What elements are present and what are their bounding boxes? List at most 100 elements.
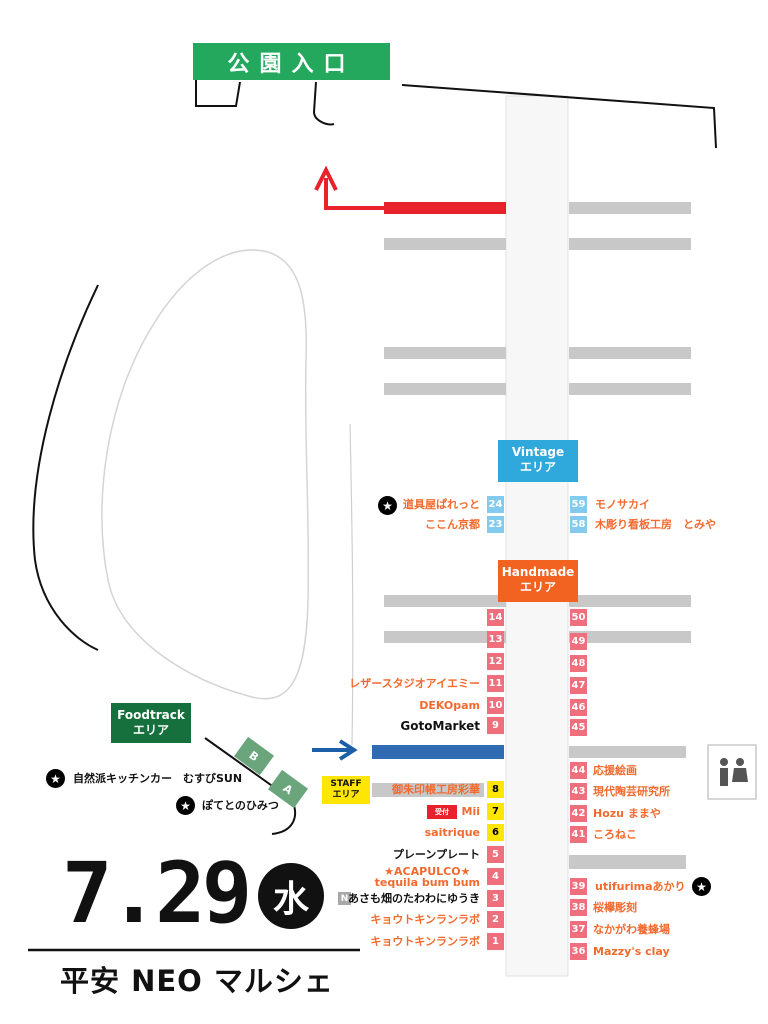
stall-number-8: 8: [487, 781, 504, 798]
booth-bar: [569, 383, 691, 395]
stall-number-9: 9: [487, 717, 504, 734]
stall-number-47: 47: [570, 677, 587, 694]
food-spot-a-label: A: [280, 781, 296, 797]
food-vendor-1: 自然派キッチンカー むすびSUN: [73, 772, 243, 785]
stall-number-36: 36: [570, 943, 587, 960]
vintage-area-name: Vintage: [511, 445, 565, 459]
stall-number-14: 14: [487, 609, 504, 626]
star-icon: ★: [378, 496, 397, 515]
central-aisle: [505, 95, 569, 977]
event-weekday-label: 水: [272, 879, 309, 920]
park-boundary: [401, 84, 717, 149]
stall-number-7: 7: [487, 803, 504, 820]
booth-bar-red: [384, 202, 506, 214]
stall-number-6: 6: [487, 824, 504, 841]
star-icon: ★: [46, 769, 65, 788]
foodtrack-area-sign: Foodtrack エリア: [111, 703, 191, 743]
booth-bar: [384, 631, 506, 643]
stall-number-10: 10: [487, 697, 504, 714]
stall-name-1: キョウトキンランラボ: [370, 935, 480, 948]
stall-number-41: 41: [570, 826, 587, 843]
event-weekday: 水: [258, 863, 324, 929]
handmade-area-sign: Handmade エリア: [498, 560, 578, 602]
staff-area-sign: STAFF エリア: [322, 776, 370, 804]
stall-number-11: 11: [487, 675, 504, 692]
booth-bar: [384, 595, 506, 607]
stall-number-13: 13: [487, 631, 504, 648]
stall-name-36: Mazzy's clay: [593, 945, 670, 958]
stall-name-4: ★ACAPULCO★ tequila bum bum: [374, 865, 480, 889]
booth-bar: [372, 783, 484, 797]
n-badge: N: [338, 892, 351, 905]
stall-name-42: Hozu ままや: [593, 807, 661, 820]
stall-number-38: 38: [570, 899, 587, 916]
stall-number-49: 49: [570, 633, 587, 650]
star-icon: ★: [692, 877, 711, 896]
stall-name-41: ころねこ: [593, 828, 637, 841]
stall-name-38: 桜欅彫刻: [593, 901, 637, 914]
booth-bar: [569, 595, 691, 607]
booth-bar-blue: [372, 745, 504, 759]
n-badge-label: N: [340, 893, 349, 904]
stall-name-44: 応援絵画: [593, 764, 637, 777]
booth-bar: [384, 347, 506, 359]
booth-bar: [384, 383, 506, 395]
stall-name-11: レザースタジオアイエミー: [349, 677, 480, 690]
entrance-label: 公園入口: [227, 51, 356, 77]
stall-number-59: 59: [570, 496, 587, 513]
stall-number-3: 3: [487, 890, 504, 907]
pond-outline: [101, 249, 310, 700]
handmade-area-name: Handmade: [501, 565, 575, 579]
stall-number-5: 5: [487, 846, 504, 863]
red-arrow-head: [314, 165, 338, 191]
stall-name-3: あさも畑のたわわにゆうき: [348, 892, 480, 905]
stall-name-24: 道具屋ぱれっと: [403, 498, 480, 511]
stall-number-2: 2: [487, 911, 504, 928]
stall-number-42: 42: [570, 805, 587, 822]
star-icon: ★: [176, 796, 195, 815]
stall-number-43: 43: [570, 783, 587, 800]
stall-name-9: GotoMarket: [400, 719, 480, 733]
reception-label: 受付: [435, 808, 449, 816]
stall-name-39: utifurimaあかり: [595, 880, 686, 893]
stall-name-43: 現代陶芸研究所: [593, 785, 670, 798]
stall-name-37: なかがわ養蜂場: [593, 923, 670, 936]
red-arrow-shaft: [324, 178, 384, 210]
booth-bar: [569, 855, 686, 869]
foodtrack-area-name: Foodtrack: [117, 708, 185, 722]
foodtrack-area-suffix: エリア: [132, 723, 169, 737]
food-spot-b-label: B: [246, 748, 262, 764]
stall-number-48: 48: [570, 655, 587, 672]
stall-name-59: モノサカイ: [595, 498, 650, 511]
entrance-sign: 公園入口: [193, 43, 390, 80]
stall-name-10: DEKOpam: [419, 699, 480, 712]
stall-number-24: 24: [487, 496, 504, 513]
stall-number-58: 58: [570, 516, 587, 533]
stall-name-23: ここん京都: [425, 518, 480, 531]
event-title: 平安 NEO マルシェ: [60, 964, 334, 998]
stall-number-12: 12: [487, 653, 504, 670]
stall-number-23: 23: [487, 516, 504, 533]
booth-bar: [569, 347, 691, 359]
stall-number-46: 46: [570, 699, 587, 716]
staff-area-name: STAFF: [330, 779, 362, 789]
stall-number-1: 1: [487, 933, 504, 950]
stall-number-50: 50: [570, 609, 587, 626]
event-date: 7.29: [62, 844, 252, 942]
food-vendor-2: ぽてとのひみつ: [202, 799, 279, 812]
restroom-box: [707, 744, 757, 800]
stall-name-8: 御朱印帳工房彩華: [392, 783, 480, 796]
handmade-area-suffix: エリア: [519, 580, 556, 594]
stall-name-58: 木彫り看板工房 とみや: [595, 518, 716, 531]
stall-number-39: 39: [570, 878, 587, 895]
stall-name-6: saitrique: [424, 826, 480, 839]
booth-bar: [569, 746, 686, 758]
vintage-area-sign: Vintage エリア: [498, 440, 578, 482]
booth-bar: [569, 238, 691, 250]
stall-name-7: Mii: [461, 805, 481, 818]
stall-number-44: 44: [570, 762, 587, 779]
reception-badge: 受付: [427, 805, 457, 819]
stall-name-5: プレーンプレート: [392, 848, 480, 861]
stall-number-4: 4: [487, 868, 504, 885]
